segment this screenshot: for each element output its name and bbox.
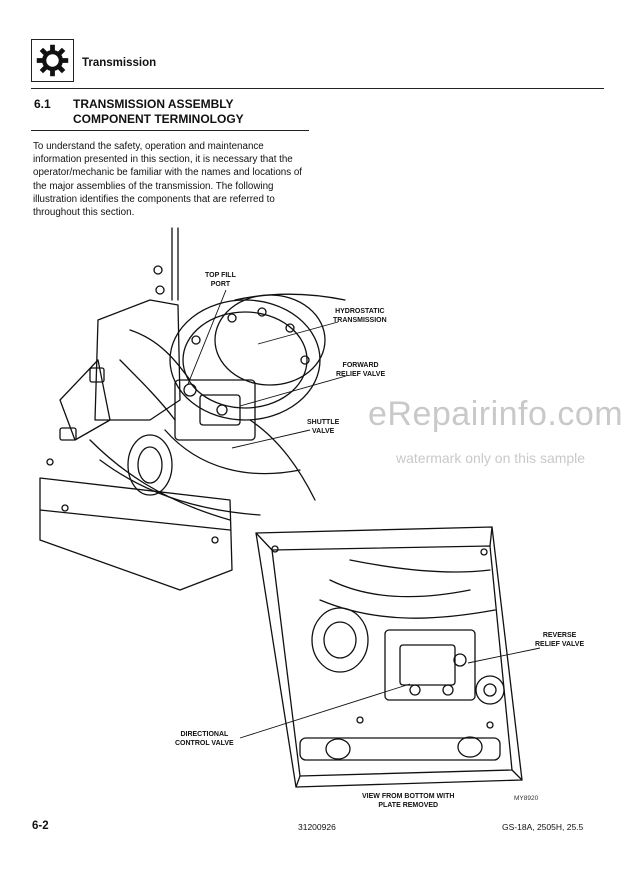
callout-top-fill-port: TOP FILL PORT <box>205 272 236 289</box>
document-number: 31200926 <box>298 822 336 832</box>
callout-line: DIRECTIONAL <box>180 731 229 738</box>
callout-hydrostatic-transmission: HYDROSTATIC TRANSMISSION <box>333 308 387 325</box>
caption-line: PLATE REMOVED <box>378 801 439 809</box>
section-number: 6.1 <box>34 97 51 111</box>
callout-line: SHUTTLE <box>307 419 340 426</box>
callout-line: TRANSMISSION <box>333 316 387 324</box>
callout-line: VALVE <box>311 427 335 435</box>
chapter-title: Transmission <box>82 57 157 69</box>
callout-line: REVERSE <box>542 632 577 639</box>
intro-paragraph: To understand the safety, operation and … <box>33 140 313 219</box>
page-number: 6-2 <box>32 820 49 832</box>
intro-text: To understand the safety, operation and … <box>33 141 303 219</box>
figure-id: MY8920 <box>514 795 539 802</box>
caption-line: VIEW FROM BOTTOM WITH <box>362 793 455 800</box>
model-list: GS-18A, 2505H, 25.5 <box>502 822 584 832</box>
callout-line: RELIEF VALVE <box>336 370 386 378</box>
callout-shuttle-valve: SHUTTLE VALVE <box>307 419 339 436</box>
section-title-line-1: TRANSMISSION ASSEMBLY <box>73 97 234 111</box>
header-divider <box>31 88 604 89</box>
callout-forward-relief-valve: FORWARD RELIEF VALVE <box>336 362 385 379</box>
callout-line: FORWARD <box>342 362 379 369</box>
section-divider <box>31 130 309 131</box>
bottom-view-caption: VIEW FROM BOTTOM WITH PLATE REMOVED <box>362 793 454 810</box>
callout-reverse-relief-valve: REVERSE RELIEF VALVE <box>535 632 584 649</box>
callout-line: TOP FILL <box>205 272 236 279</box>
callout-line: PORT <box>210 280 231 288</box>
callout-line: HYDROSTATIC <box>335 308 385 315</box>
watermark-sub: watermark only on this sample <box>396 450 586 466</box>
callout-directional-control-valve: DIRECTIONAL CONTROL VALVE <box>175 731 234 748</box>
callout-line: CONTROL VALVE <box>175 739 234 747</box>
section-title-line-2: COMPONENT TERMINOLOGY <box>73 112 244 126</box>
watermark-main: eRepairinfo.com <box>368 395 624 433</box>
gear-icon <box>36 44 69 77</box>
chapter-icon-box <box>31 39 74 82</box>
section-title: TRANSMISSION ASSEMBLY COMPONENT TERMINOL… <box>73 97 313 127</box>
callout-line: RELIEF VALVE <box>535 640 585 648</box>
